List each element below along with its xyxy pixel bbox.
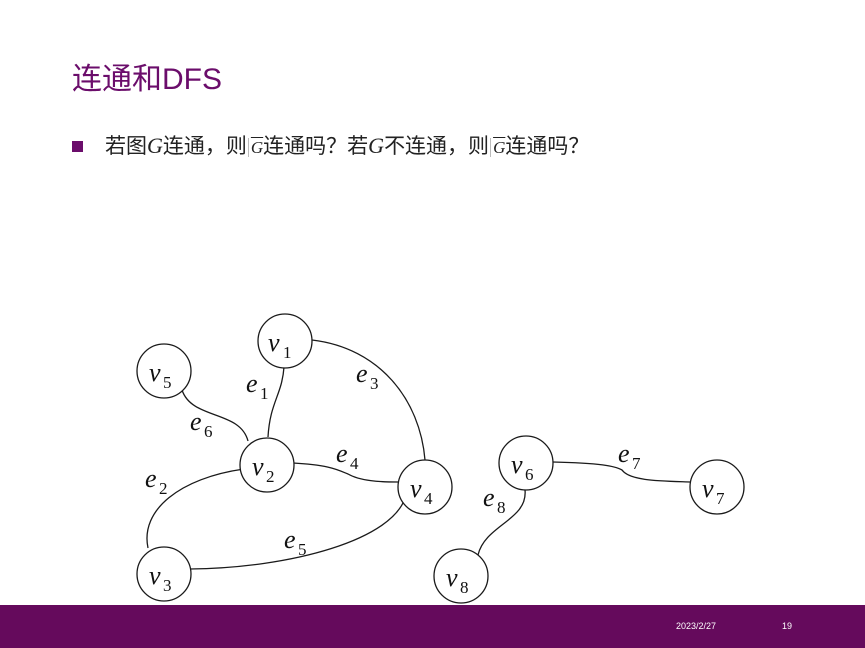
q-part-3: 连通吗？若: [263, 134, 369, 158]
edge-e1: [267, 366, 285, 438]
edge-e6: [181, 389, 249, 442]
footer-date: 2023/2/27: [676, 621, 717, 631]
node-v8-label: v: [446, 563, 458, 592]
square-bullet-icon: [72, 140, 83, 152]
svg-text:e: e: [246, 369, 258, 398]
svg-text:e: e: [356, 359, 368, 388]
node-v6-label: v: [511, 450, 523, 479]
page-number: 19: [782, 621, 793, 631]
svg-text:e: e: [190, 407, 202, 436]
node-v1-sub: 1: [283, 343, 292, 362]
svg-text:7: 7: [632, 454, 641, 473]
q-part-1: 若图: [105, 134, 147, 158]
title-latin: DFS: [162, 63, 222, 96]
edge-e7: [552, 461, 691, 483]
node-v3-label: v: [149, 561, 161, 590]
edge-e2: [146, 468, 245, 549]
footer-bar: 2023/2/27 19: [0, 605, 865, 648]
node-v2-label: v: [252, 452, 264, 481]
node-v5-label: v: [149, 358, 161, 387]
title-chinese: 连通和: [72, 62, 162, 97]
svg-text:e: e: [483, 483, 495, 512]
node-v4-label: v: [410, 474, 422, 503]
edge-e4: [292, 462, 399, 483]
svg-text:e: e: [618, 439, 630, 468]
svg-text:4: 4: [350, 454, 359, 473]
svg-text:e: e: [145, 464, 157, 493]
node-v7-sub: 7: [716, 489, 725, 508]
node-v2-sub: 2: [266, 467, 275, 486]
svg-text:2: 2: [159, 479, 168, 498]
svg-text:1: 1: [260, 384, 269, 403]
slide-title: 连通和DFS: [72, 54, 222, 98]
edge-e3: [311, 339, 426, 461]
node-v6-sub: 6: [525, 465, 534, 484]
node-v7-label: v: [702, 474, 714, 503]
node-v3-sub: 3: [163, 576, 172, 595]
svg-text:8: 8: [497, 498, 506, 517]
node-v1-label: v: [268, 328, 280, 357]
q-part-4: 不连通，则: [384, 134, 490, 158]
q-var-g-1: G: [147, 133, 163, 158]
q-var-g-2: G: [368, 133, 385, 158]
q-complement-g-2: G: [490, 138, 506, 157]
node-v4-sub: 4: [424, 489, 433, 508]
svg-text:3: 3: [370, 374, 379, 393]
node-v8-sub: 8: [460, 578, 469, 597]
svg-text:e: e: [284, 525, 296, 554]
q-part-5: 连通吗？: [505, 134, 590, 158]
svg-text:e: e: [336, 439, 348, 468]
q-part-2: 连通，则: [162, 134, 247, 158]
edge-e8: [477, 489, 526, 556]
node-v5-sub: 5: [163, 373, 172, 392]
edge-e5: [189, 494, 407, 570]
q-complement-g-1: G: [247, 138, 264, 157]
svg-text:5: 5: [298, 540, 307, 559]
svg-text:6: 6: [204, 422, 213, 441]
